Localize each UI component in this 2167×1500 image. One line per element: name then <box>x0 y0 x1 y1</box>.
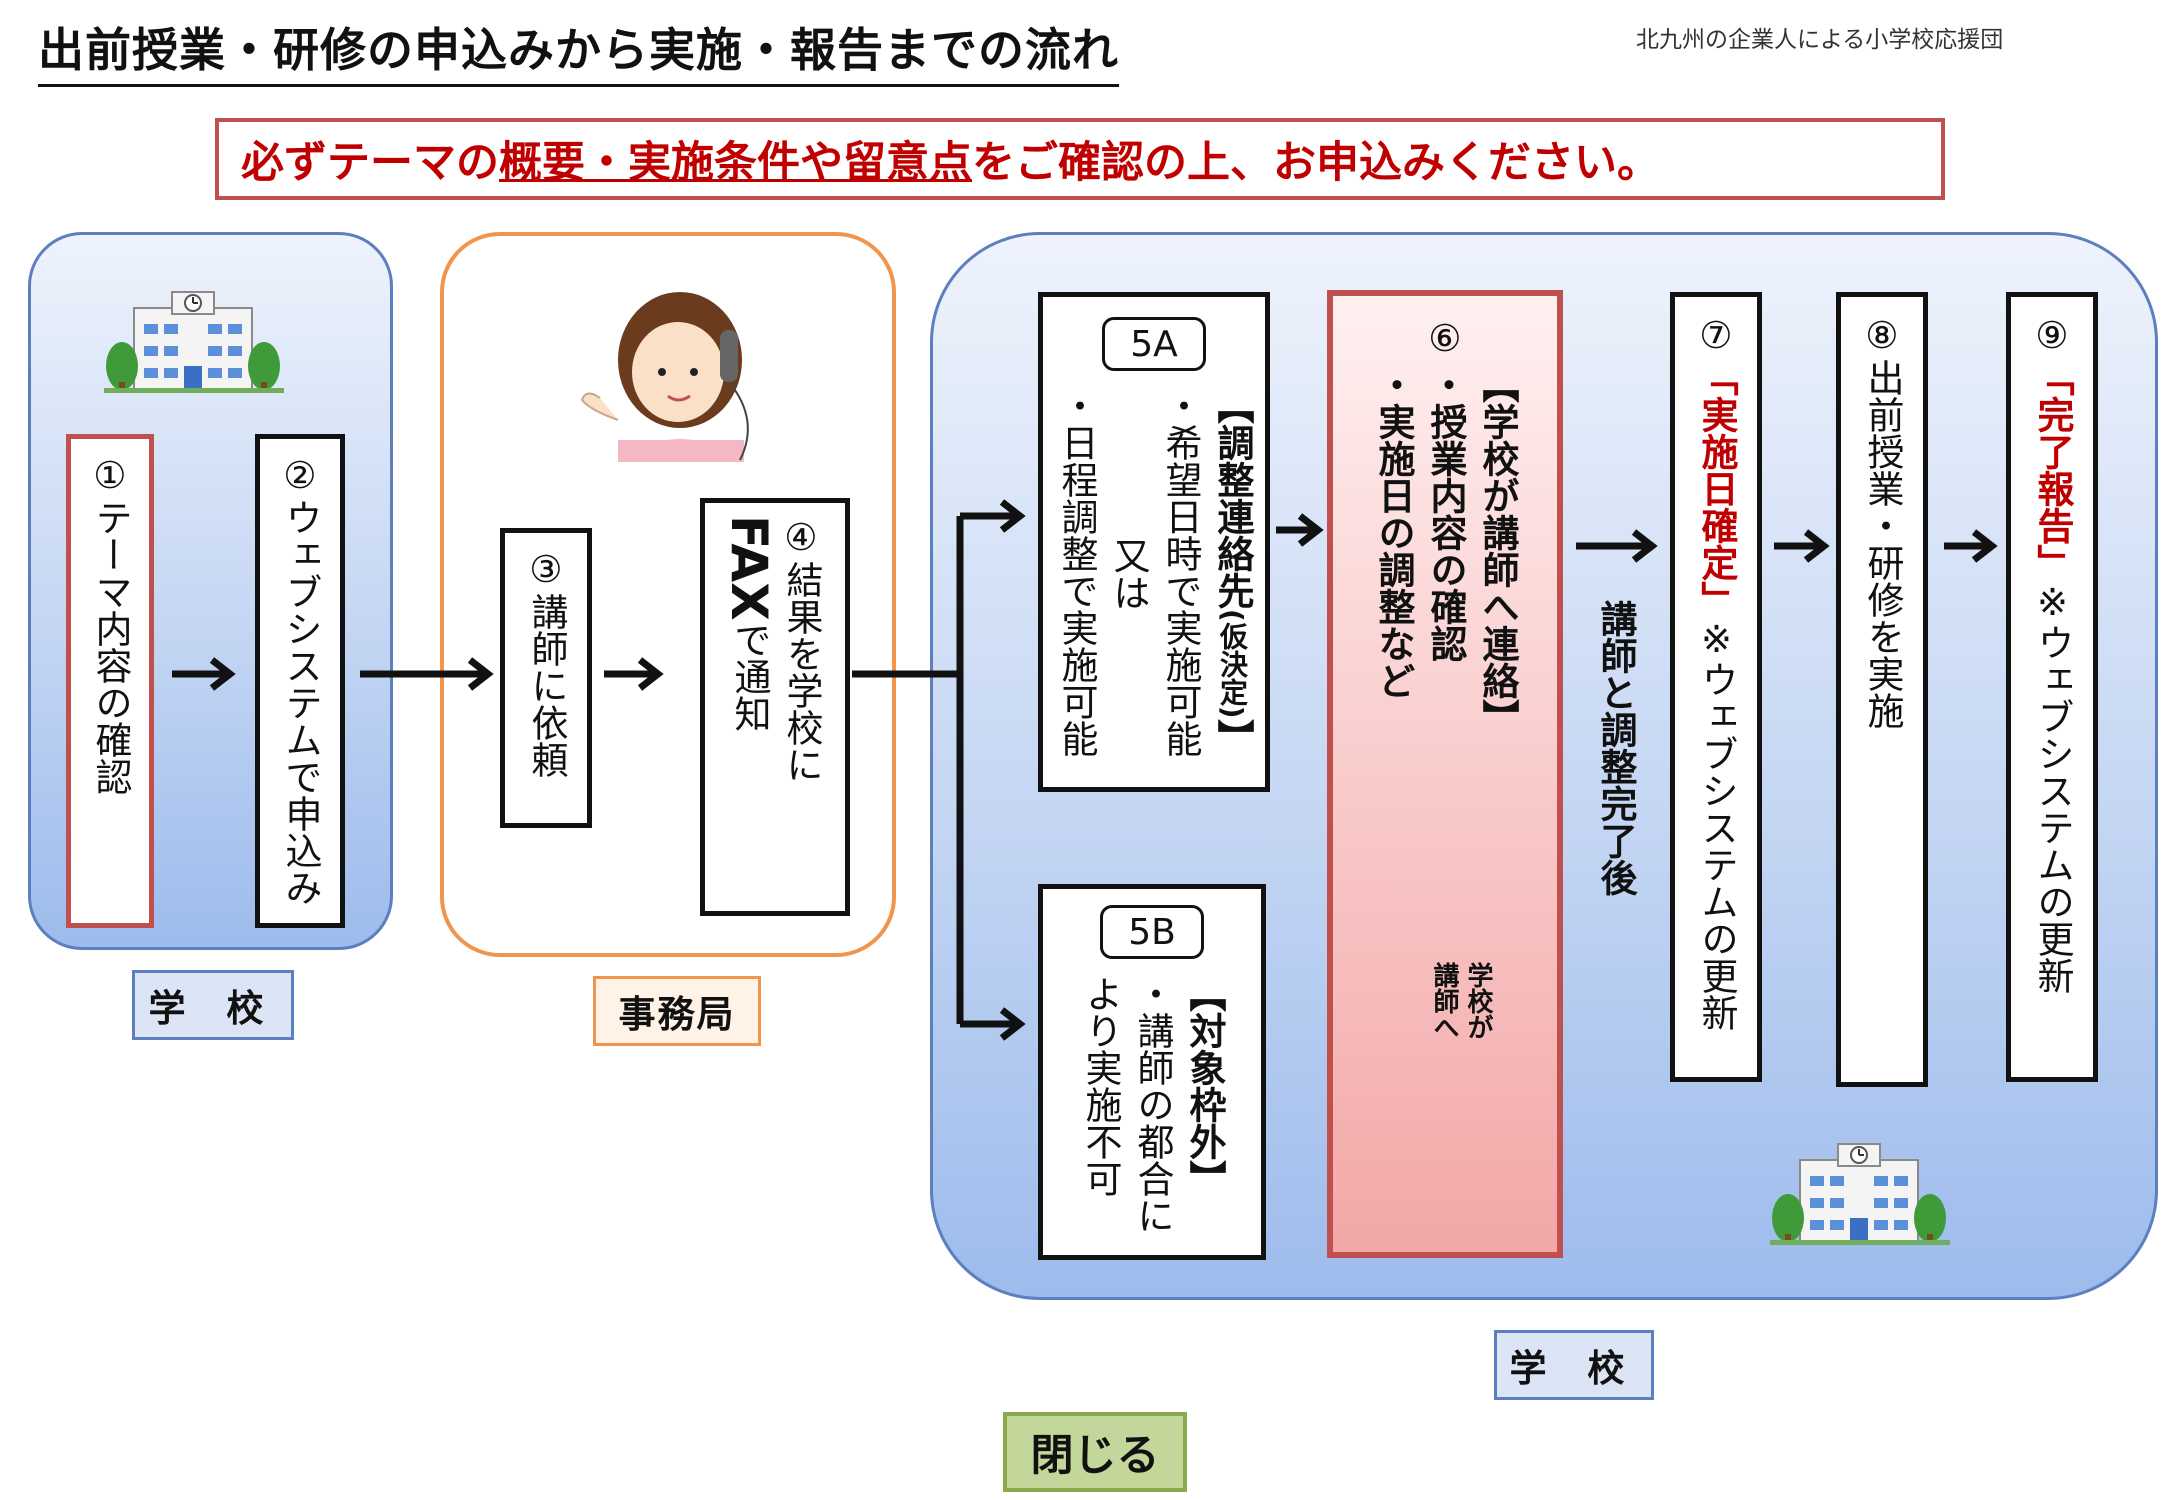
step-5a-line-2: 又は <box>1107 537 1150 611</box>
step-6-arrow-text-2: 講師へ <box>1429 962 1459 1040</box>
step-7-status: 「実施日確定」 <box>1695 359 1738 618</box>
step-5a-line-3: ・日程調整で実施可能 <box>1055 387 1098 757</box>
step-6-arrow-text-1: 学校が <box>1463 962 1493 1040</box>
step-2-number: ② <box>283 454 317 497</box>
step-6-line-1: ・授業内容の確認 <box>1424 366 1467 662</box>
step-2-box: ② ウェブシステムで申込み <box>255 434 345 928</box>
close-button[interactable]: 閉じる <box>1003 1412 1187 1492</box>
step-5b-line-2: より実施不可 <box>1079 975 1122 1197</box>
step-6-number: ⑥ <box>1428 317 1462 360</box>
organization-name: 北九州の企業人による小学校応援団 <box>1636 27 2004 53</box>
school-building-icon <box>1769 1143 1951 1246</box>
step-5a-tag: 5A <box>1102 317 1206 371</box>
step-4-number: ④ <box>784 516 818 559</box>
step-3-number: ③ <box>529 548 563 591</box>
step-8-number: ⑧ <box>1865 314 1899 357</box>
step-5a-box: 5A 【調整連絡先 (仮決定) 】 ・希望日時で実施可能 又は ・日程調整で実施… <box>1038 292 1270 792</box>
step-7-number: ⑦ <box>1699 314 1733 357</box>
notice-text-before: 必ずテーマの <box>241 138 499 188</box>
step-4-text-1: 結果を学校に <box>780 561 823 783</box>
step-5b-line-1: ・講師の都合に <box>1131 975 1174 1234</box>
step-4-fax: FAX <box>720 515 778 621</box>
step-5a-line-1: ・希望日時で実施可能 <box>1159 387 1202 757</box>
step-4-box: ④ 結果を学校に FAX で通知 <box>700 498 850 916</box>
step-7-box: ⑦ 「実施日確定」 ※ウェブシステムの更新 <box>1670 292 1762 1082</box>
step-5a-heading-small: (仮決定) <box>1216 609 1249 719</box>
step-6-box: ⑥ 【学校が講師へ連絡】 ・授業内容の確認 ・実施日の調整など <box>1327 290 1563 1258</box>
step-8-box: ⑧ 出前授業・研修を実施 <box>1836 292 1928 1087</box>
step-6-heading: 【学校が講師へ連絡】 <box>1476 366 1519 736</box>
notice-text-after: をご確認の上、お申込みください。 <box>972 138 1660 188</box>
step-9-box: ⑨ 「完了報告」 ※ウェブシステムの更新 <box>2006 292 2098 1082</box>
step-5a-heading-end: 】 <box>1211 718 1254 756</box>
step-3-text: 講師に依頼 <box>525 593 568 778</box>
step-1-text: テーマ内容の確認 <box>89 499 132 795</box>
page-title: 出前授業・研修の申込みから実施・報告までの流れ <box>38 18 1119 87</box>
step-5a-heading: 【調整連絡先 <box>1211 387 1254 609</box>
step-1-box: ① テーマ内容の確認 <box>66 434 154 928</box>
step-9-text: ※ウェブシステムの更新 <box>2031 581 2074 994</box>
operator-icon <box>580 292 749 462</box>
step-2-text: ウェブシステムで申込み <box>279 499 322 906</box>
step-6-arrow-label: 学校が 講師へ <box>1428 962 1494 1040</box>
step-1-number: ① <box>93 454 127 497</box>
notice-text-underlined: 概要・実施条件や留意点 <box>499 138 972 188</box>
school-building-icon <box>103 291 285 394</box>
notice-banner: 必ずテーマの概要・実施条件や留意点をご確認の上、お申込みください。 <box>215 118 1945 200</box>
step-5b-tag: 5B <box>1100 905 1204 959</box>
step-4-text-2: で通知 <box>728 620 771 732</box>
office-label: 事務局 <box>593 976 761 1046</box>
step-5b-heading: 【対象枠外】 <box>1183 975 1226 1197</box>
school-label-right: 学 校 <box>1494 1330 1654 1400</box>
step-9-status: 「完了報告」 <box>2031 359 2074 581</box>
flow-arrows <box>172 499 1998 1041</box>
step-5b-box: 5B 【対象枠外】 ・講師の都合に より実施不可 <box>1038 884 1266 1260</box>
school-label-left: 学 校 <box>132 970 294 1040</box>
step-6-line-2: ・実施日の調整など <box>1372 366 1415 699</box>
step-8-text: 出前授業・研修を実施 <box>1861 359 1904 729</box>
step-3-box: ③ 講師に依頼 <box>500 528 592 828</box>
after-coordination-label: 講師と調整完了後 <box>1594 600 1637 896</box>
step-9-number: ⑨ <box>2035 314 2069 357</box>
step-7-text: ※ウェブシステムの更新 <box>1695 618 1738 1031</box>
